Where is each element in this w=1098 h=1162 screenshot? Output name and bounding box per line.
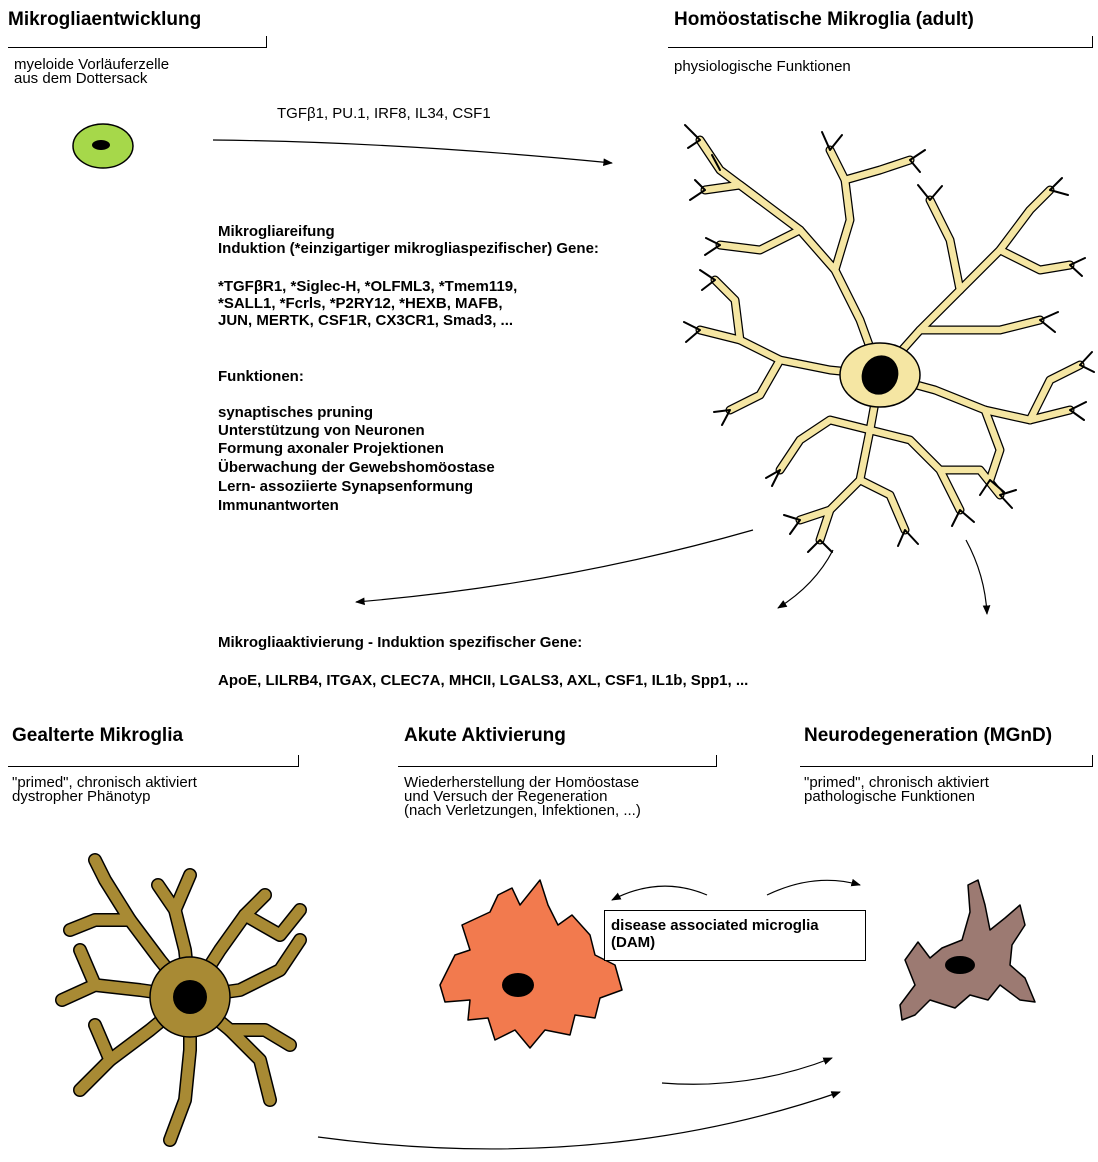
arrow-aged-to-mgnd [318,1092,840,1149]
acute-cell-body [440,880,622,1048]
arrow-dam-to-acute [612,886,707,900]
homeostatic-microglia [684,125,1094,552]
progenitor-cell [73,124,133,168]
arrow-dam-to-mgnd [767,880,860,895]
aged-microglia [62,860,300,1140]
aged-nucleus [173,980,207,1014]
arrow-to-neurodegeneration [966,540,987,614]
progenitor-nucleus [92,140,110,150]
mgnd-microglia [900,880,1035,1020]
mgnd-nucleus [945,956,975,974]
arrow-to-acute [778,550,833,608]
arrow-maturation [213,140,612,163]
acute-microglia [440,880,622,1048]
dam-label-box: disease associated microglia (DAM) [604,910,866,961]
dam-label-line-2: (DAM) [611,934,859,951]
arrow-acute-to-mgnd [662,1058,832,1084]
mgnd-cell-body [900,880,1035,1020]
arrow-to-aged [356,530,753,602]
acute-nucleus [502,973,534,997]
dam-label-line-1: disease associated microglia [611,917,859,934]
